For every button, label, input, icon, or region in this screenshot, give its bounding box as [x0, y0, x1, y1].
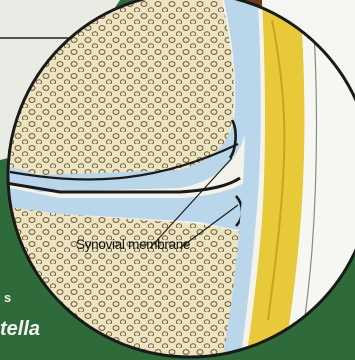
synovial-membrane-label: Synovial membrane — [76, 237, 190, 252]
cut-off-label-tella: tella — [0, 318, 40, 341]
cut-off-label-s: s — [4, 290, 11, 305]
